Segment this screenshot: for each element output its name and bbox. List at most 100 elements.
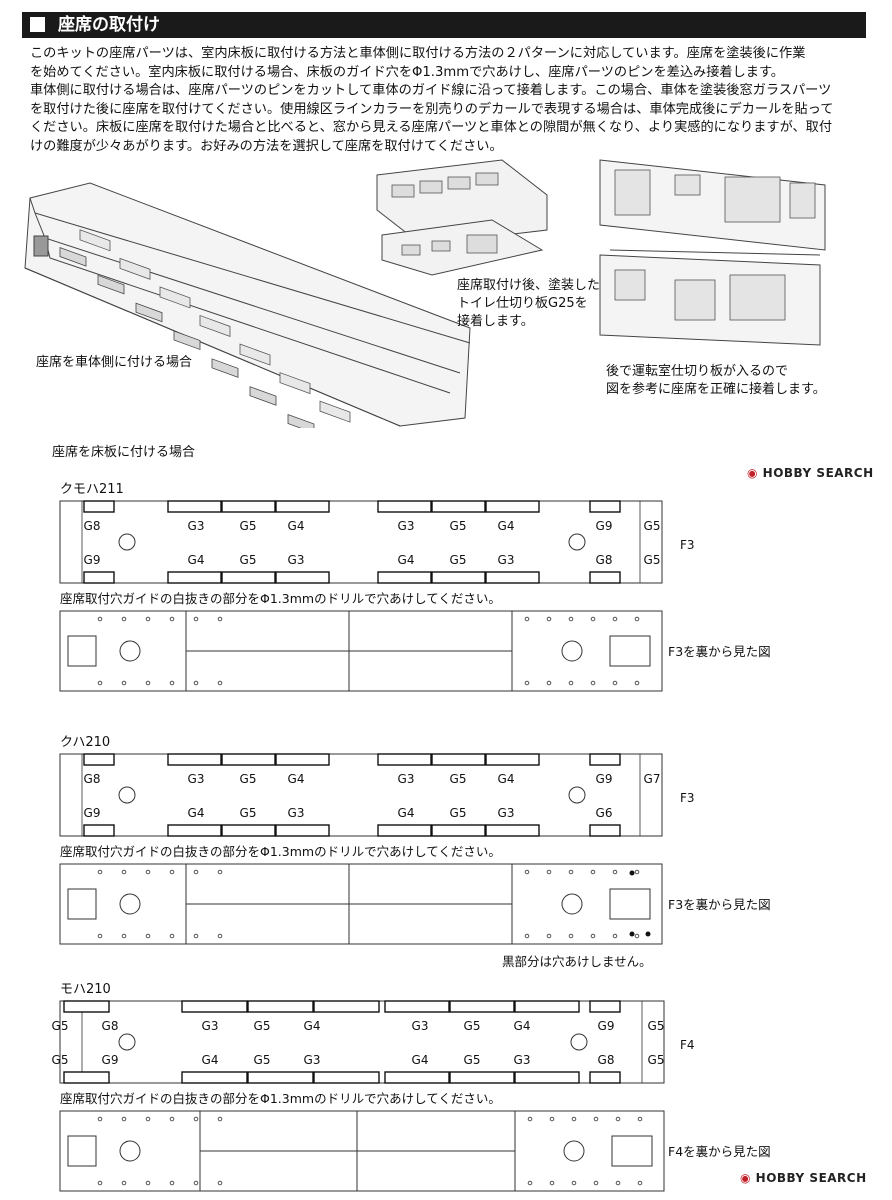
wheel-hole xyxy=(570,1033,588,1051)
hobby-logo-icon: ◉ xyxy=(747,466,763,480)
guide-hole xyxy=(121,1180,127,1186)
seat-bar xyxy=(83,824,115,837)
seat-bar xyxy=(431,824,486,837)
black-hole xyxy=(645,931,651,937)
cab-note-line: 図を参考に座席を正確に接着します。 xyxy=(606,382,826,397)
seat-label: G4 xyxy=(188,553,205,567)
guide-hole xyxy=(217,933,223,939)
floor-heading: 座席を床板に付ける場合 xyxy=(52,445,196,460)
seat-label: G6 xyxy=(596,806,613,820)
guide-hole xyxy=(568,616,574,622)
seat-label: G5 xyxy=(464,1053,481,1067)
guide-hole xyxy=(145,616,151,622)
intro-line: を取付けた後に座席を取付けてください。使用線区ラインカラーを別売りのデカールで表… xyxy=(30,101,834,117)
seat-bar xyxy=(449,1071,515,1084)
seat-label: G5 xyxy=(254,1019,271,1033)
seat-bar xyxy=(247,1071,314,1084)
intro-line: けの難度が少々あがります。お好みの方法を選択して座席を取付けてください。 xyxy=(30,138,503,154)
floor-end-block xyxy=(641,1000,665,1084)
hobby-logo-icon: ◉ xyxy=(740,1171,756,1185)
guide-hole xyxy=(527,1180,533,1186)
seat-bar xyxy=(377,824,432,837)
guide-hole xyxy=(549,1116,555,1122)
seat-label: G8 xyxy=(84,772,101,786)
seat-label: G9 xyxy=(84,806,101,820)
car-body-illustration xyxy=(24,182,471,428)
guide-hole xyxy=(97,869,103,875)
toilet-note-line: 接着します。 xyxy=(457,314,534,329)
seat-label: G5 xyxy=(450,806,467,820)
seat-bar xyxy=(514,1071,580,1084)
seat-label: G5 xyxy=(240,806,257,820)
guide-hole xyxy=(571,1116,577,1122)
seat-label: G5 xyxy=(450,772,467,786)
seat-label: G7 xyxy=(644,772,661,786)
guide-hole xyxy=(637,1116,643,1122)
seat-block xyxy=(173,330,201,351)
seat-label: G3 xyxy=(188,519,205,533)
drill-note: 座席取付穴ガイドの白抜きの部分をΦ1.3mmのドリルで穴あけしてください。 xyxy=(60,844,501,859)
guide-hole xyxy=(97,680,103,686)
seat-label: G3 xyxy=(514,1053,531,1067)
car-name: クハ210 xyxy=(60,735,110,750)
seat-label: G5 xyxy=(648,1019,665,1033)
drill-note: 座席取付穴ガイドの白抜きの部分をΦ1.3mmのドリルで穴あけしてください。 xyxy=(60,1091,501,1106)
floor-label: F4 xyxy=(680,1038,695,1052)
floor-label: F3 xyxy=(680,538,695,552)
guide-hole xyxy=(634,933,640,939)
seat-label: G8 xyxy=(102,1019,119,1033)
guide-hole xyxy=(612,933,618,939)
seat-label: G4 xyxy=(398,553,415,567)
end-coupler xyxy=(611,1135,653,1167)
guide-hole xyxy=(97,1116,103,1122)
seat-bar xyxy=(384,1000,450,1013)
floor-plan-outline xyxy=(59,500,663,584)
seat-label: G3 xyxy=(498,553,515,567)
seat-label: G9 xyxy=(596,772,613,786)
seat-bar xyxy=(221,500,276,513)
wheel-hole xyxy=(119,640,141,662)
intro-line: このキットの座席パーツは、室内床板に取付ける方法と車体側に取付ける方法の２パター… xyxy=(30,46,806,61)
guide-hole xyxy=(590,616,596,622)
guide-hole xyxy=(634,869,640,875)
end-coupler xyxy=(67,1135,97,1167)
seat-label: G3 xyxy=(288,553,305,567)
seat-label: G9 xyxy=(596,519,613,533)
seat-label: G4 xyxy=(498,519,515,533)
seat-label: G5 xyxy=(254,1053,271,1067)
seat-bar xyxy=(83,753,115,766)
seat-label: G4 xyxy=(288,519,305,533)
seat-bar xyxy=(221,571,276,584)
end-coupler xyxy=(67,635,97,667)
seat-label: G5 xyxy=(450,553,467,567)
guide-hole xyxy=(568,933,574,939)
seat-label: G5 xyxy=(644,519,661,533)
seat-label: G5 xyxy=(52,1053,69,1067)
guide-hole xyxy=(549,1180,555,1186)
seat-label: G9 xyxy=(598,1019,615,1033)
wheel-hole xyxy=(563,1140,585,1162)
section-title: 座席の取付け xyxy=(58,15,160,35)
guide-hole xyxy=(193,680,199,686)
seat-bar xyxy=(313,1000,380,1013)
guide-hole xyxy=(169,869,175,875)
guide-hole xyxy=(217,869,223,875)
seat-bar xyxy=(63,1071,110,1084)
end-coupler xyxy=(67,888,97,920)
guide-hole xyxy=(193,933,199,939)
seat-bar xyxy=(589,1000,621,1013)
seat-bar xyxy=(589,500,621,513)
intro-line: ください。床板に座席を取付けた場合と比べると、窓から見える座席パーツと車体との隙… xyxy=(30,120,833,135)
guide-hole xyxy=(590,680,596,686)
seat-label: G4 xyxy=(398,806,415,820)
watermark: ◉ HOBBY SEARCH xyxy=(740,1171,867,1185)
guide-hole xyxy=(121,616,127,622)
toilet-note-line: トイレ仕切り板G25を xyxy=(457,296,588,311)
seat-bar xyxy=(485,571,540,584)
watermark: ◉ HOBBY SEARCH xyxy=(747,466,874,480)
wheel-hole xyxy=(568,533,586,551)
seat-bar xyxy=(589,824,621,837)
toilet-note-line: 座席取付け後、塗装した xyxy=(457,278,601,293)
guide-hole xyxy=(527,1116,533,1122)
